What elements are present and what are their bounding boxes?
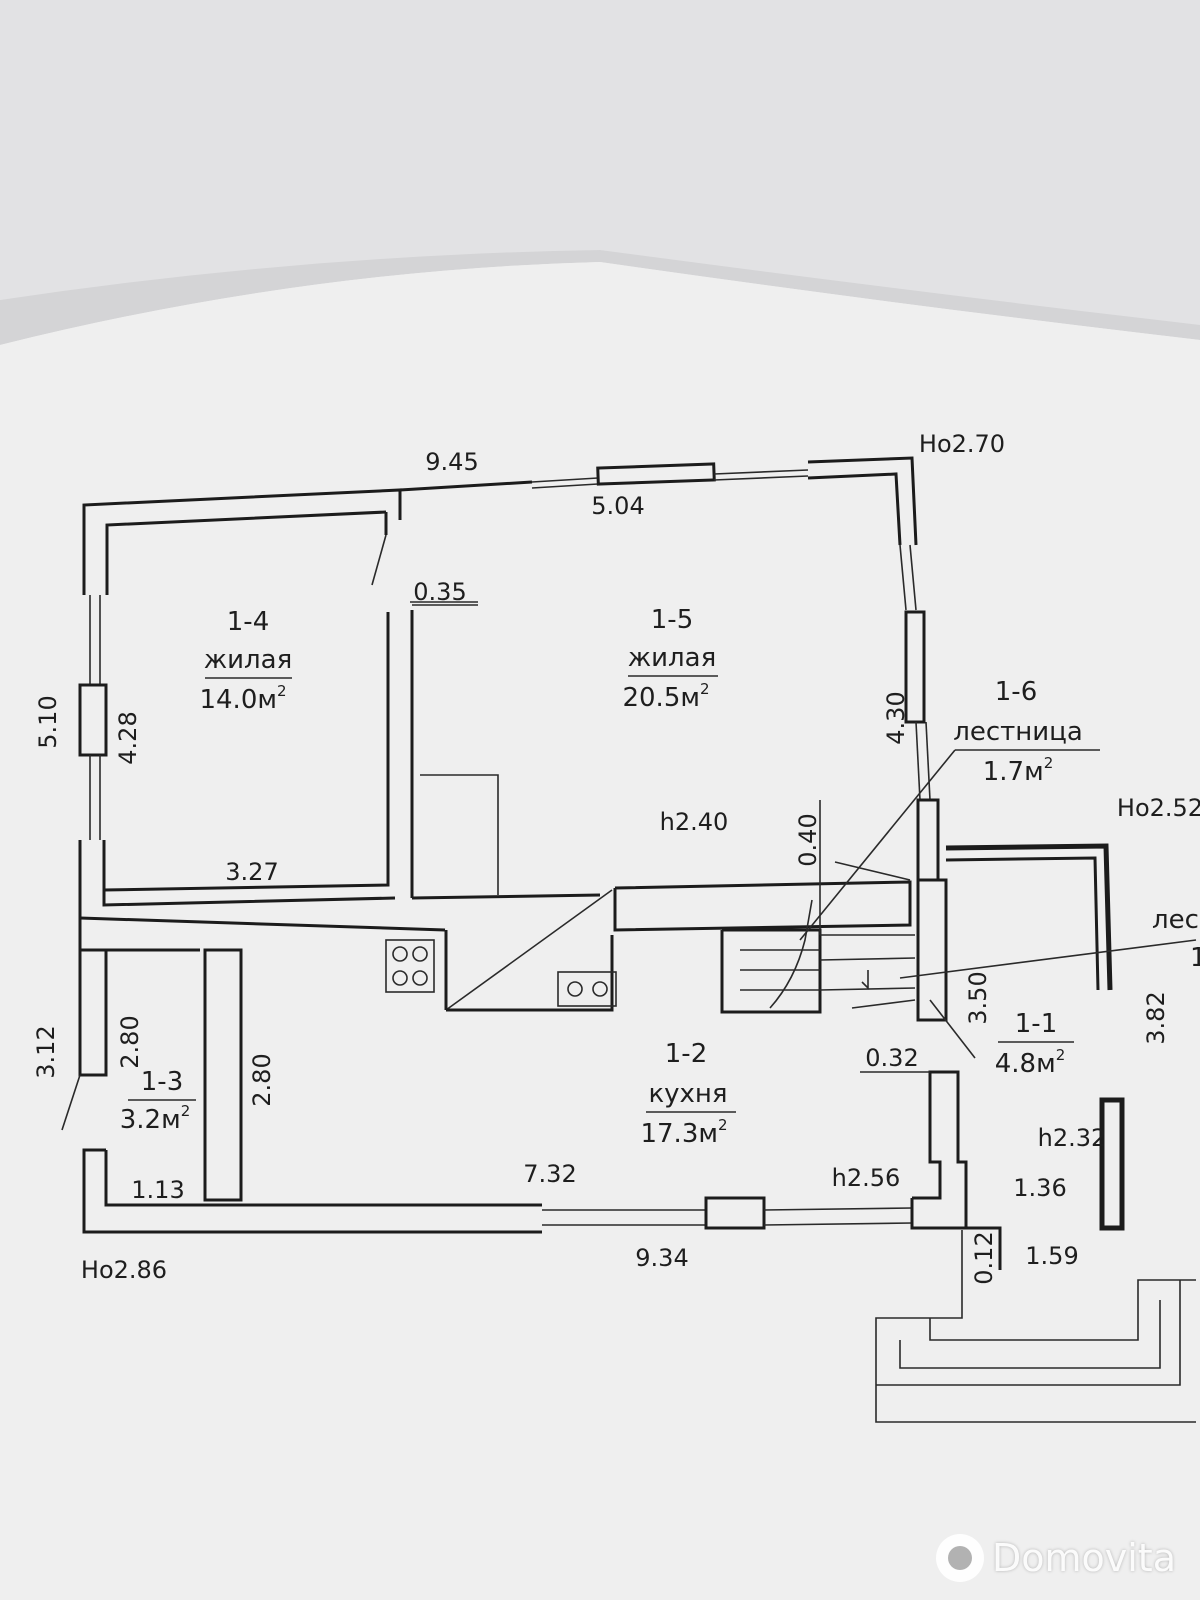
walls [61,456,1197,1423]
room-1-1-id: 1-1 [1015,1009,1057,1039]
room-1-3-id: 1-3 [141,1067,183,1097]
dim-bottom-inner: 7.32 [523,1160,576,1188]
dim-room11-350: 3.50 [964,971,992,1024]
height-h240: h2.40 [660,808,729,836]
mark-cut-label2: 1 [1190,943,1200,973]
domovita-logo-icon [935,1534,984,1582]
room-1-2-id: 1-2 [665,1039,707,1069]
dim-top-total: 9.45 [425,448,478,476]
watermark: Domovita [935,1534,1176,1582]
dim-porch-159: 1.59 [1025,1242,1078,1270]
room-1-6-area: 1.7м2 [983,754,1054,787]
height-h232: h2.32 [1038,1124,1107,1152]
mark-cut-label: лес [1152,905,1199,935]
room-1-2-area: 17.3м2 [640,1116,727,1149]
room-1-3-area: 3.2м2 [120,1102,191,1135]
mark-ho286: Ho2.86 [81,1256,167,1284]
room-1-2-name: кухня [648,1079,727,1109]
room-1-5-name: жилая [628,643,717,673]
mark-ho270: Ho2.70 [919,430,1005,458]
dim-room13-w: 1.13 [131,1176,184,1204]
dim-left-upper: 5.10 [34,695,62,748]
room-1-6-name: лестница [953,717,1083,747]
dim-right-382: 3.82 [1142,991,1170,1044]
dim-room14-height: 4.28 [114,711,142,764]
dim-right-430: 4.30 [882,691,910,744]
room-1-5-area: 20.5м2 [622,680,709,713]
room-1-1-area: 4.8м2 [995,1046,1066,1079]
dim-wall-035: 0.35 [413,578,466,606]
room-1-4-area: 14.0м2 [199,682,286,715]
height-h256: h2.56 [832,1164,901,1192]
dim-room14-width: 3.27 [225,858,278,886]
dim-porch-012: 0.12 [970,1231,998,1284]
room-1-4-id: 1-4 [227,607,269,637]
dim-wall-032: 0.32 [865,1044,918,1072]
room-1-6-id: 1-6 [995,677,1037,707]
room-1-4-name: жилая [204,645,293,675]
room-1-5-id: 1-5 [651,605,693,635]
dim-porch-136: 1.36 [1013,1174,1066,1202]
dim-top-window: 5.04 [591,492,644,520]
dim-room12-h: 2.80 [248,1053,276,1106]
dim-left-lower: 3.12 [32,1025,60,1078]
dim-bottom-total: 9.34 [635,1244,688,1272]
watermark-text: Domovita [991,1536,1176,1580]
mark-ho252: Ho2.52 [1117,794,1200,822]
dim-room13-h: 2.80 [116,1015,144,1068]
dim-stair-040: 0.40 [794,813,822,866]
